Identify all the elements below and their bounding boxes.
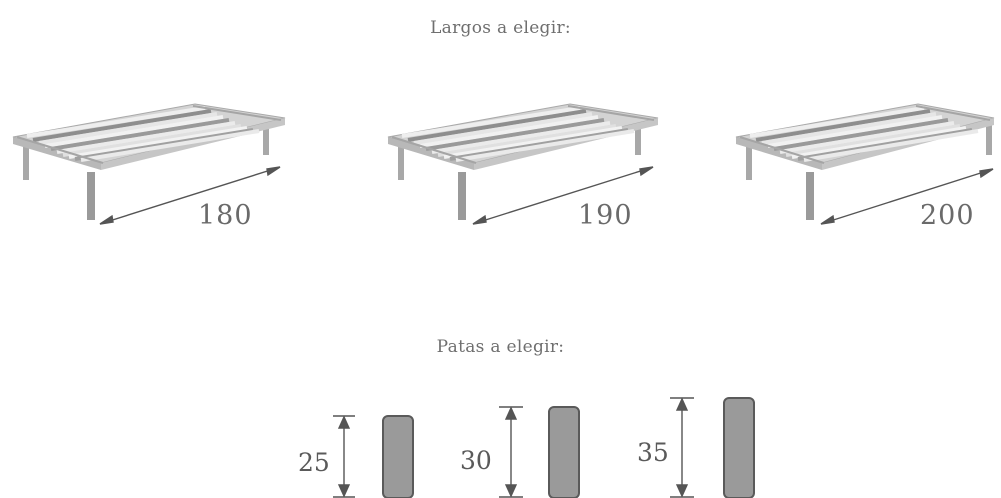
leg-icon	[670, 397, 755, 498]
leg-height-label-25: 25	[298, 448, 330, 477]
length-label-200: 200	[920, 200, 975, 231]
patas-heading: Patas a elegir:	[436, 337, 565, 357]
slatted-bed-base-icon	[387, 103, 659, 225]
leg-icon	[499, 406, 580, 498]
double-arrow-icon	[820, 168, 994, 225]
bed-base-200	[728, 90, 1001, 240]
double-arrow-icon	[99, 166, 281, 225]
length-label-180: 180	[198, 200, 253, 231]
leg-option-35	[670, 396, 760, 498]
length-label-190: 190	[578, 200, 633, 231]
leg-option-30	[499, 405, 589, 498]
leg-option-25	[333, 414, 423, 498]
bed-base-180	[5, 90, 295, 240]
leg-icon	[333, 415, 414, 498]
largos-heading: Largos a elegir:	[430, 18, 571, 38]
slatted-bed-base-icon	[735, 103, 995, 225]
leg-height-label-35: 35	[637, 438, 669, 467]
double-arrow-icon	[472, 166, 654, 225]
slatted-bed-base-icon	[12, 103, 286, 225]
bed-base-190	[380, 90, 670, 240]
leg-height-label-30: 30	[460, 446, 492, 475]
